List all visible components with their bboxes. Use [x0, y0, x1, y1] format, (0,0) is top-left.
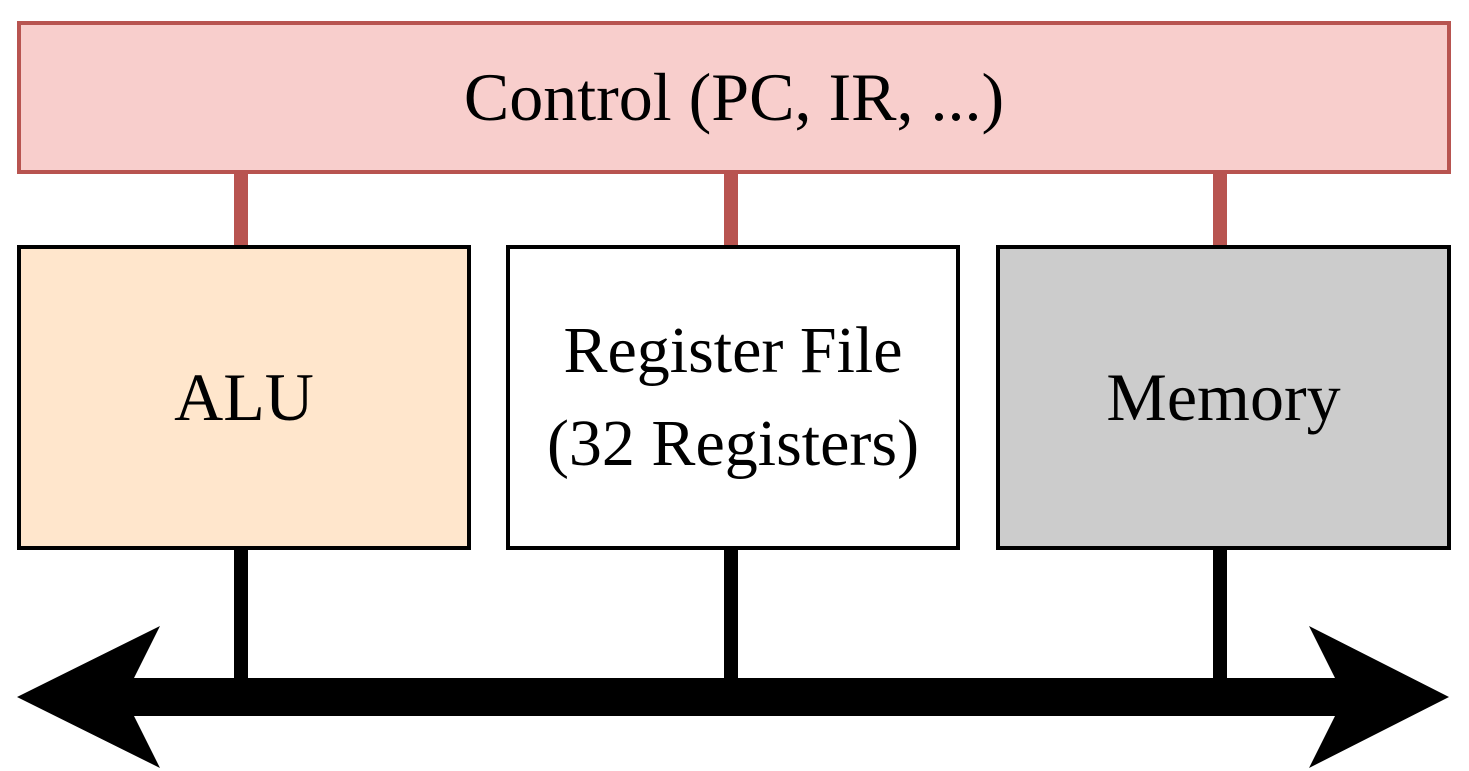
- control-block: Control (PC, IR, ...): [17, 21, 1451, 174]
- memory-to-bus-connector: [1213, 550, 1227, 681]
- alu-block: ALU: [17, 245, 471, 550]
- register-file-label-line2: (32 Registers): [546, 406, 920, 480]
- control-to-alu-connector: [234, 174, 248, 245]
- control-label: Control (PC, IR, ...): [463, 59, 1005, 135]
- alu-to-bus-connector: [234, 550, 248, 681]
- control-to-register-file-connector: [724, 174, 738, 245]
- register-file-label-line1: Register File: [563, 314, 903, 388]
- alu-label: ALU: [174, 359, 314, 435]
- control-to-memory-connector: [1213, 174, 1227, 245]
- register-file-to-bus-connector: [724, 550, 738, 681]
- register-file-block: Register File (32 Registers): [506, 245, 960, 550]
- memory-label: Memory: [1106, 359, 1341, 435]
- memory-block: Memory: [996, 245, 1451, 550]
- bus-arrow-shape: [17, 626, 1449, 768]
